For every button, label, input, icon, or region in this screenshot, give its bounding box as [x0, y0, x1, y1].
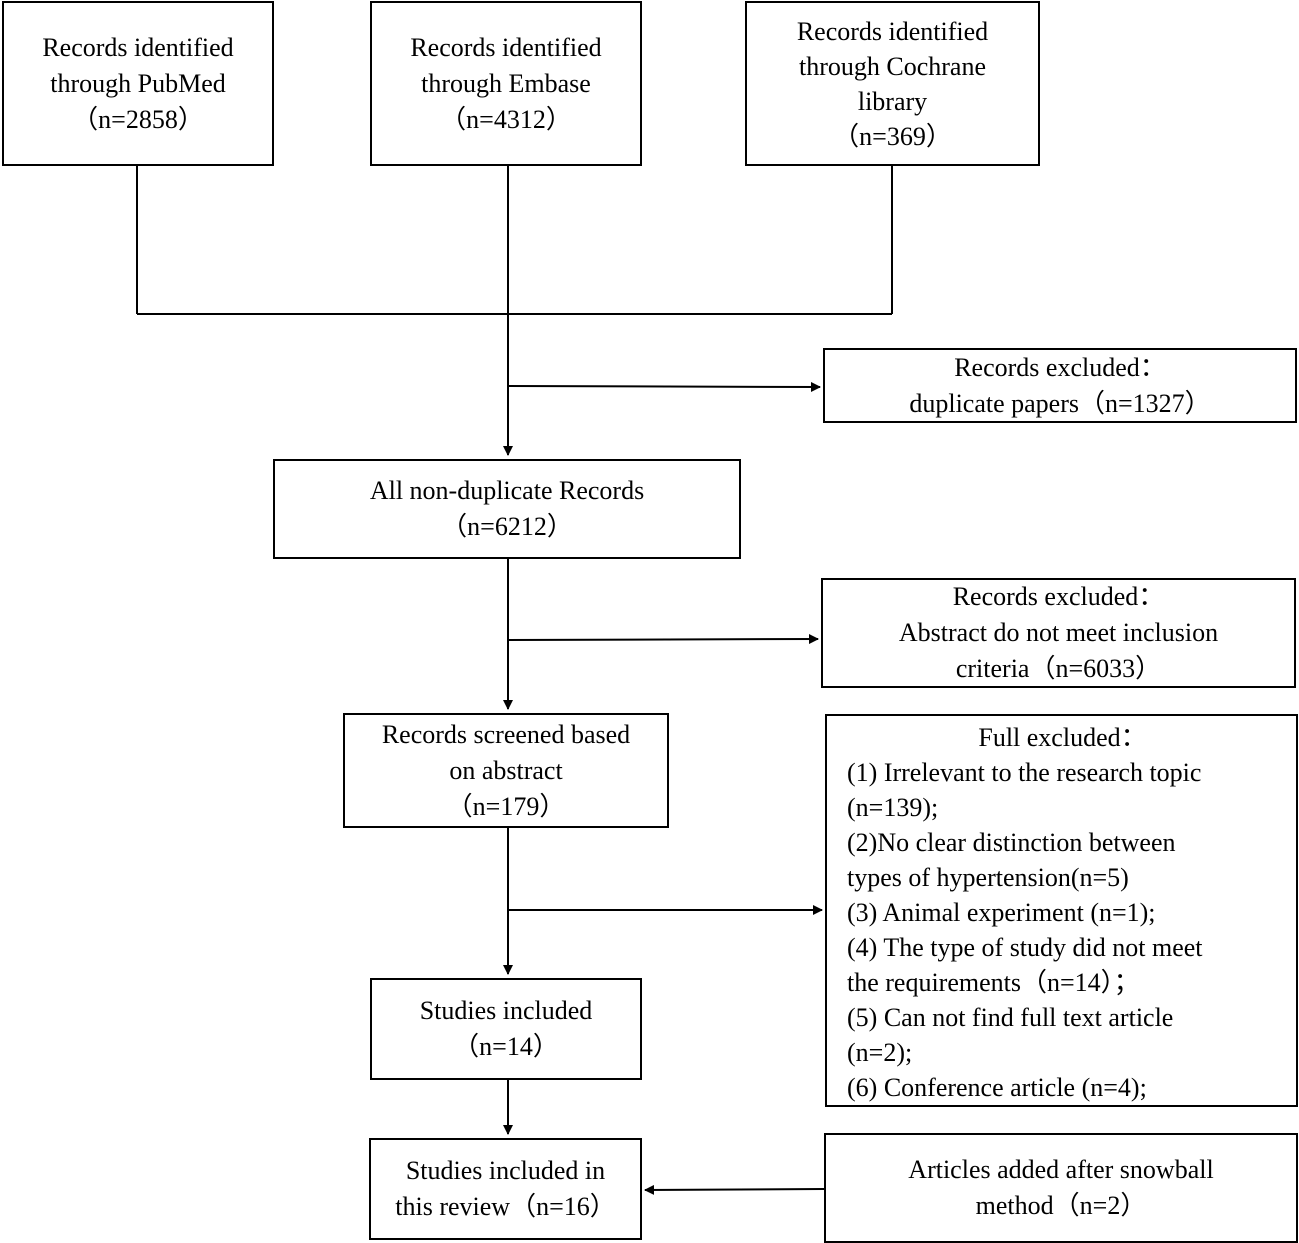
full-excluded-item: (4) The type of study did not meet [847, 933, 1203, 962]
embase-line-3: （n=4312） [440, 104, 572, 134]
included-line-1: Studies included [419, 996, 593, 1025]
cochrane-line-1: Records identified [796, 16, 989, 46]
full-excluded-item: (n=139); [847, 793, 939, 822]
duplicates-excluded-line-2: duplicate papers（n=1327） [909, 388, 1211, 418]
non-duplicate-box: All non-duplicate Records （n=6212） [273, 459, 741, 559]
abstract-excluded-box: Records excluded： Abstract do not meet i… [821, 578, 1296, 688]
cochrane-line-2: through Cochrane [798, 51, 986, 81]
cochrane-box: Records identified through Cochrane libr… [745, 1, 1040, 166]
snowball-box: Articles added after snowball method（n=2… [824, 1133, 1298, 1243]
pubmed-line-3: （n=2858） [72, 104, 204, 134]
screened-line-1: Records screened based [381, 719, 631, 749]
arrow-to-duplicates-excluded [507, 381, 821, 392]
cochrane-line-3: library [857, 86, 928, 116]
full-excluded-box: Full excluded： (1) Irrelevant to the res… [825, 714, 1298, 1107]
full-excluded-item: (3) Animal experiment (n=1); [847, 898, 1156, 927]
duplicates-excluded-line-1: Records excluded： [954, 352, 1166, 382]
full-excluded-item: (6) Conference article (n=4); [847, 1073, 1147, 1102]
full-excluded-item: (n=2); [847, 1038, 913, 1067]
abstract-excluded-line-1: Records excluded： [952, 582, 1165, 611]
included-box: Studies included （n=14） [370, 978, 642, 1080]
embase-line-2: through Embase [421, 68, 591, 98]
full-excluded-item: (2)No clear distinction between [847, 828, 1176, 857]
pubmed-line-1: Records identified [42, 32, 234, 62]
arrow-from-snowball [644, 1184, 825, 1195]
review-box: Studies included in this review（n=16） [369, 1138, 642, 1240]
cochrane-line-4: （n=369） [833, 121, 952, 151]
duplicates-excluded-box: Records excluded： duplicate papers（n=132… [823, 348, 1297, 423]
non-duplicate-line-1: All non-duplicate Records [369, 476, 645, 505]
screened-line-3: （n=179） [446, 791, 566, 821]
full-excluded-item: (5) Can not find full text article [847, 1003, 1174, 1032]
pubmed-box: Records identified through PubMed （n=285… [2, 1, 274, 166]
review-line-2: this review（n=16） [395, 1192, 616, 1221]
snowball-line-2: method（n=2） [975, 1191, 1147, 1220]
abstract-excluded-line-3: criteria（n=6033） [955, 654, 1162, 683]
full-excluded-title: Full excluded： [978, 723, 1147, 752]
full-excluded-item: the requirements（n=14）； [847, 968, 1140, 997]
screened-box: Records screened based on abstract （n=17… [343, 713, 669, 828]
abstract-excluded-line-2: Abstract do not meet inclusion [898, 618, 1219, 647]
pubmed-line-2: through PubMed [50, 68, 226, 98]
screened-line-2: on abstract [449, 755, 563, 785]
embase-line-1: Records identified [410, 32, 602, 62]
included-line-2: （n=14） [453, 1032, 559, 1061]
review-line-1: Studies included in [405, 1156, 606, 1185]
arrow-to-abstract-excluded [507, 634, 819, 645]
non-duplicate-line-2: （n=6212） [441, 512, 573, 541]
full-excluded-item: types of hypertension(n=5) [847, 863, 1129, 892]
snowball-line-1: Articles added after snowball [908, 1155, 1214, 1184]
full-excluded-item: (1) Irrelevant to the research topic [847, 758, 1202, 787]
embase-box: Records identified through Embase （n=431… [370, 1, 642, 166]
